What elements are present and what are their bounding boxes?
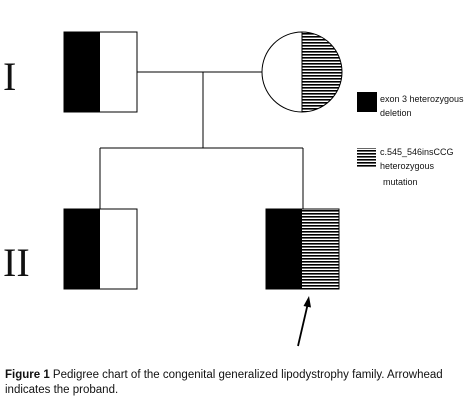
generation-label-i: I xyxy=(3,54,16,99)
legend-striped-line-2: heterozygous xyxy=(380,161,435,171)
legend-striped-line-1: c.545_546insCCG xyxy=(380,147,454,157)
figure-label: Figure 1 xyxy=(5,369,50,381)
mother-symbol xyxy=(261,31,343,113)
legend-solid-line-2: deletion xyxy=(380,108,412,118)
generation-label-ii: II xyxy=(3,240,30,285)
proband-arrow xyxy=(297,296,311,347)
figure-caption: Figure 1 Pedigree chart of the congenita… xyxy=(5,368,461,398)
legend-solid-line-1: exon 3 heterozygous xyxy=(380,94,464,104)
legend-striped-swatch xyxy=(357,148,376,168)
father-symbol xyxy=(63,31,138,113)
legend-solid-swatch xyxy=(357,92,377,112)
pedigree-chart: I II exon 3 heterozygous del xyxy=(3,31,464,347)
legend-striped-line-3: mutation xyxy=(383,177,418,187)
caption-text: Pedigree chart of the congenital general… xyxy=(5,369,443,396)
sibling-1-symbol xyxy=(63,208,138,290)
proband-symbol xyxy=(265,208,340,290)
legend: exon 3 heterozygous deletion c.545_546in… xyxy=(357,92,464,187)
